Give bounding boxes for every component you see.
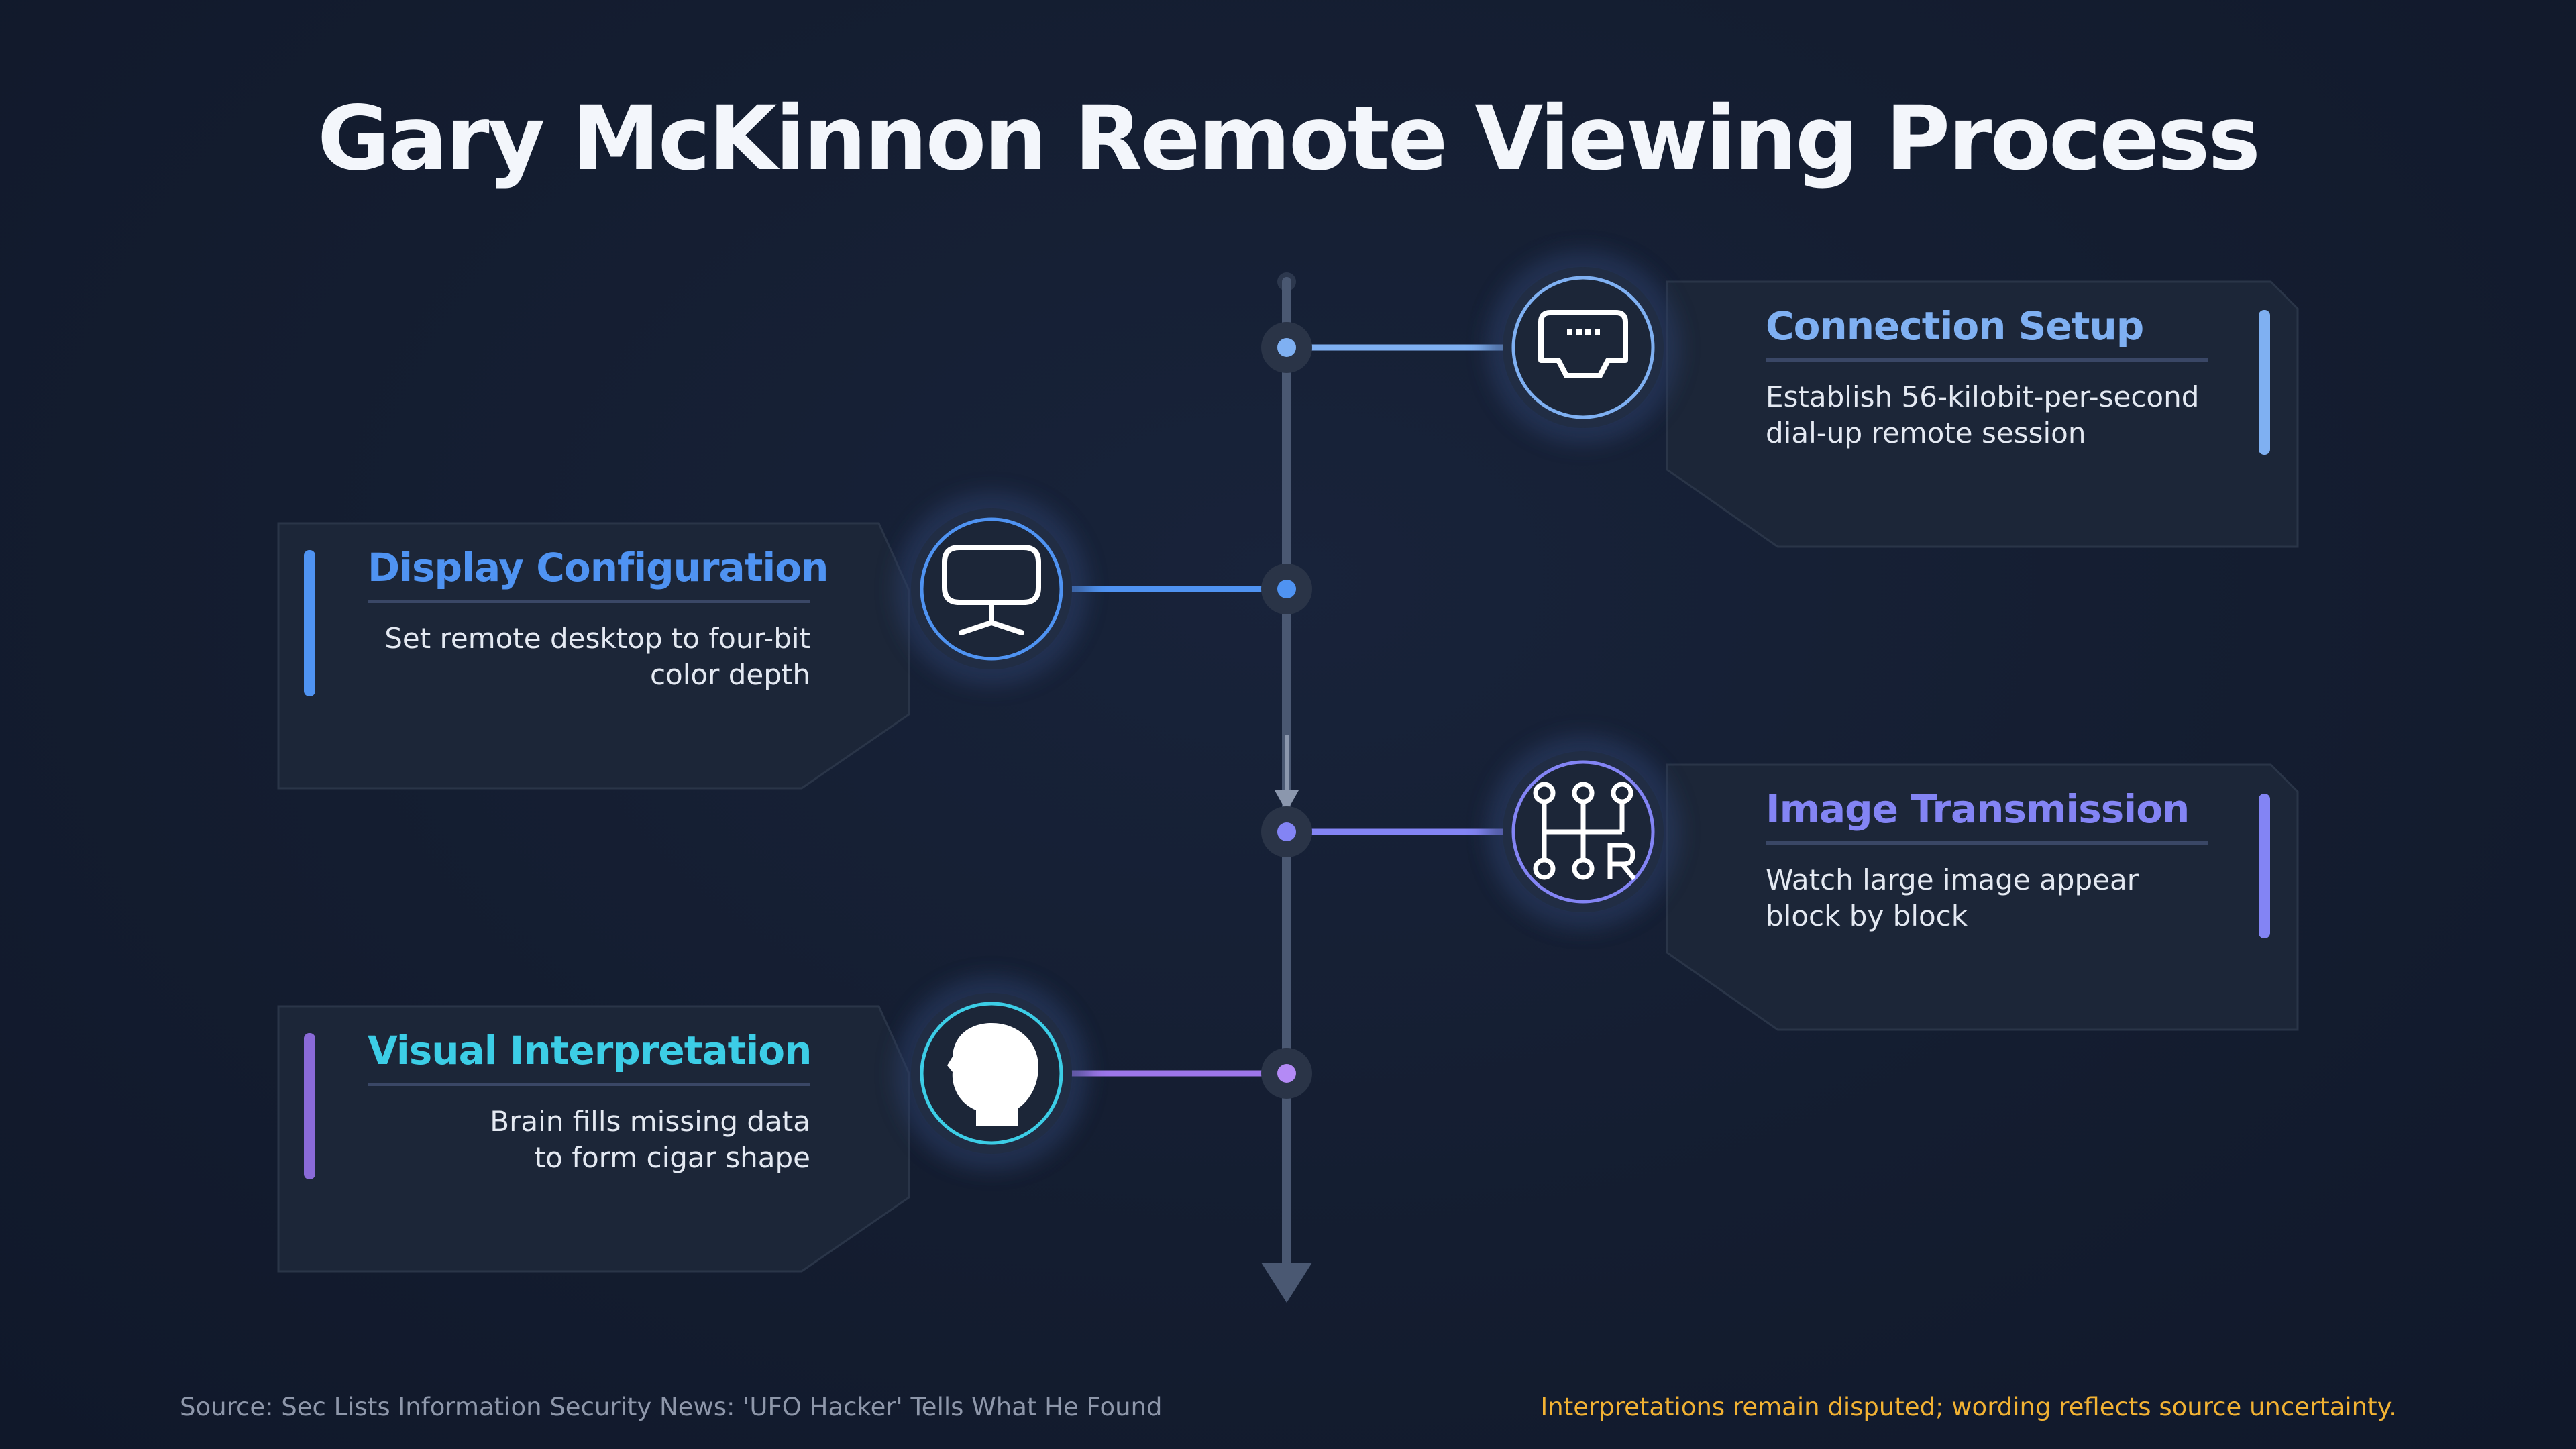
gear-shift-icon [1533,782,1636,881]
step-visual-interpretation [277,976,1312,1273]
step-accent-bar [304,550,315,696]
monitor-icon [942,545,1041,635]
timeline-end-arrow [1261,1263,1312,1303]
step-title: Visual Interpretation [368,1028,812,1073]
step-connection-setup [1261,250,2299,548]
step-1-text: Connection Setup Establish 56-kilobit-pe… [1766,303,2208,451]
source-citation: Source: Sec Lists Information Security N… [180,1393,1163,1421]
disclaimer-note: Interpretations remain disputed; wording… [1540,1393,2396,1421]
step-2-text: Display Configuration Set remote desktop… [368,545,828,693]
step-description: Establish 56-kilobit-per-second dial-up … [1766,380,2200,449]
step-title: Connection Setup [1766,303,2144,349]
step-title: Image Transmission [1766,786,2190,832]
step-description: Watch large image appear block by block [1766,863,2139,932]
step-display-configuration [277,492,1312,790]
title-divider [368,1083,810,1086]
page-title: Gary McKinnon Remote Viewing Process [317,87,2261,191]
step-description: Brain fills missing data to form cigar s… [490,1105,810,1174]
head-profile-icon [947,1023,1038,1126]
step-accent-bar [2259,310,2270,455]
title-divider [368,600,810,603]
step-image-transmission [1261,735,2299,1031]
ethernet-port-icon [1538,310,1628,378]
step-3-text: Image Transmission Watch large image app… [1766,786,2208,934]
step-card [1666,763,2299,1031]
timeline-mid-arrow [1275,790,1299,812]
step-card [277,1005,910,1273]
timeline-axis [1261,272,1312,1303]
step-title: Display Configuration [368,545,828,590]
step-accent-bar [2259,794,2270,938]
step-4-text: Visual Interpretation Brain fills missin… [368,1028,812,1176]
step-card [277,522,910,790]
step-description: Set remote desktop to four-bit color dep… [384,622,810,691]
title-divider [1766,841,2208,845]
step-accent-bar [304,1033,315,1179]
step-card [1666,280,2299,548]
title-divider [1766,358,2208,362]
